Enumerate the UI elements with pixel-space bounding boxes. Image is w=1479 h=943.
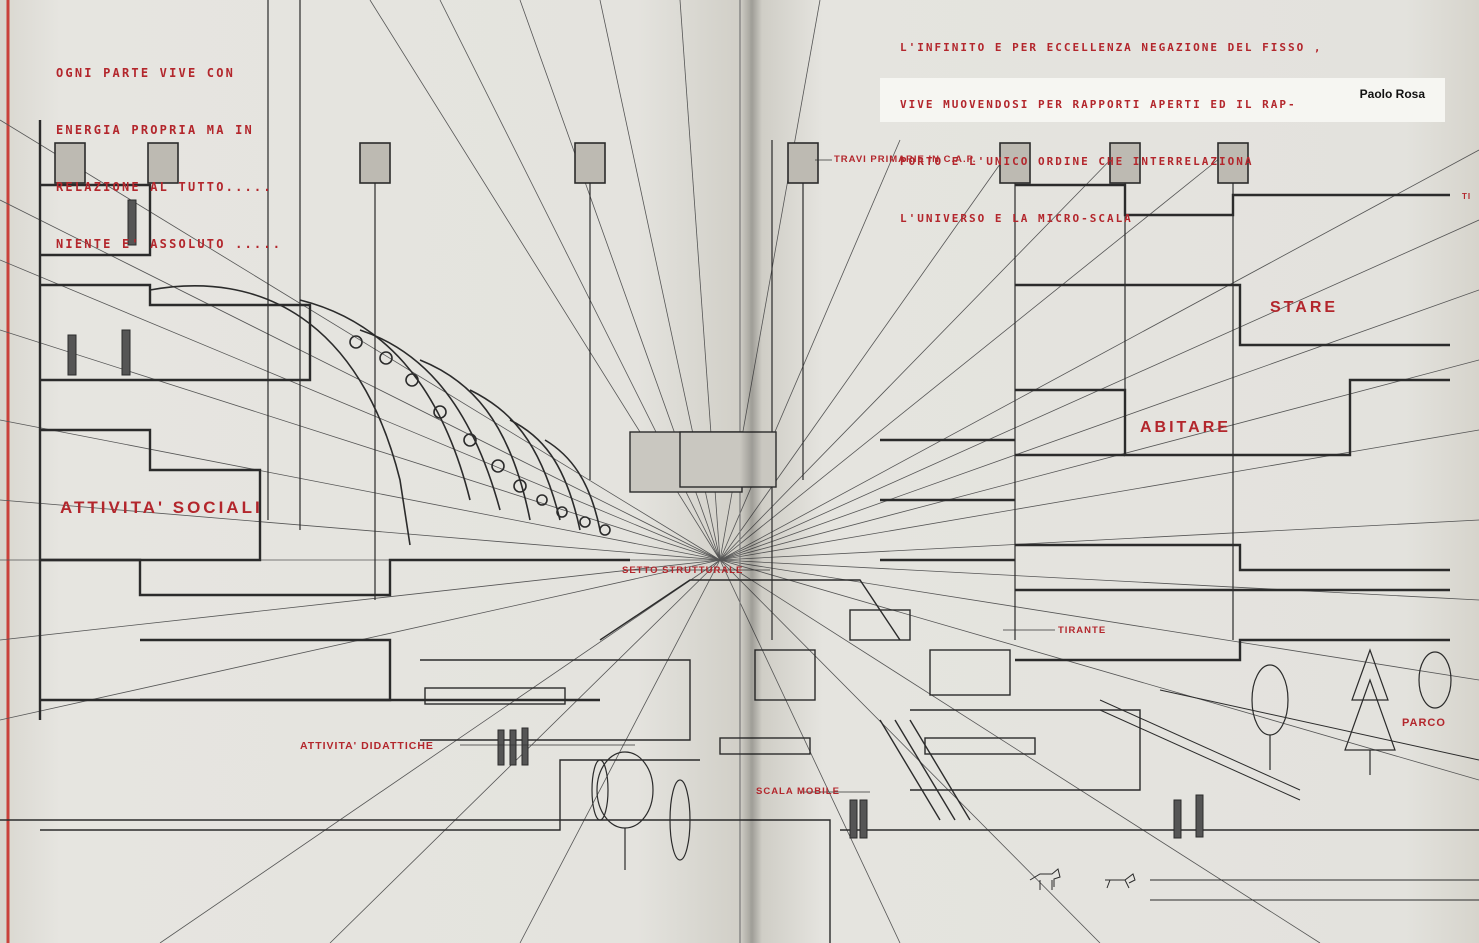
label-parco: PARCO [1402,717,1446,729]
book-gutter [740,0,762,943]
label-stare: STARE [1270,299,1339,316]
right-floor-slabs [880,183,1450,662]
arched-vault [149,285,611,546]
left-quote-line-1: OGNI PARTE VIVE CON [56,66,236,80]
label-tirante: TIRANTE [1058,625,1107,636]
human-figures [67,199,1204,839]
author-name: Paolo Rosa [1359,87,1425,101]
right-quote-line-4: L'UNIVERSO E LA MICRO-SCALA [900,212,1133,225]
park-trees [591,648,1452,870]
label-attivita-sociali: ATTIVITA' SOCIALI [60,498,263,517]
red-page-edge [0,0,14,943]
right-quote-line-2: VIVE MUOVENDOSI PER RAPPORTI APERTI ED I… [900,98,1297,111]
label-edge-cut: TI [1462,192,1472,201]
author-box: Paolo Rosa [880,78,1445,122]
label-travi-primarie: TRAVI PRIMARIE IN C.A.P. [834,154,977,165]
primary-beams [54,142,1249,184]
label-scala-mobile: SCALA MOBILE [756,786,840,797]
columns [267,0,1234,943]
label-attivita-didattiche: ATTIVITA' DIDATTICHE [300,740,434,752]
dogs [1029,868,1136,890]
right-quote: L'INFINITO E PER ECCELLENZA NEGAZIONE DE… [900,0,1323,266]
right-quote-line-3: PORTO E L'UNICO ORDINE CHE INTERRELAZION… [900,155,1254,168]
label-abitare: ABITARE [1140,419,1231,436]
leader-lines [460,159,1055,793]
right-quote-line-1: L'INFINITO E PER ECCELLENZA NEGAZIONE DE… [900,41,1323,54]
left-quote-line-3: RELAZIONE AL TUTTO..... [56,180,273,194]
central-court [0,431,1479,943]
right-stairs [1099,689,1479,901]
label-setto-strutturale: SETTO STRUTTURALE [622,565,744,576]
left-quote: OGNI PARTE VIVE CON ENERGIA PROPRIA MA I… [56,26,282,292]
left-quote-line-4: NIENTE E' ASSOLUTO ..... [56,237,283,251]
left-floor-slabs [38,120,630,720]
left-quote-line-2: ENERGIA PROPRIA MA IN [56,123,254,137]
